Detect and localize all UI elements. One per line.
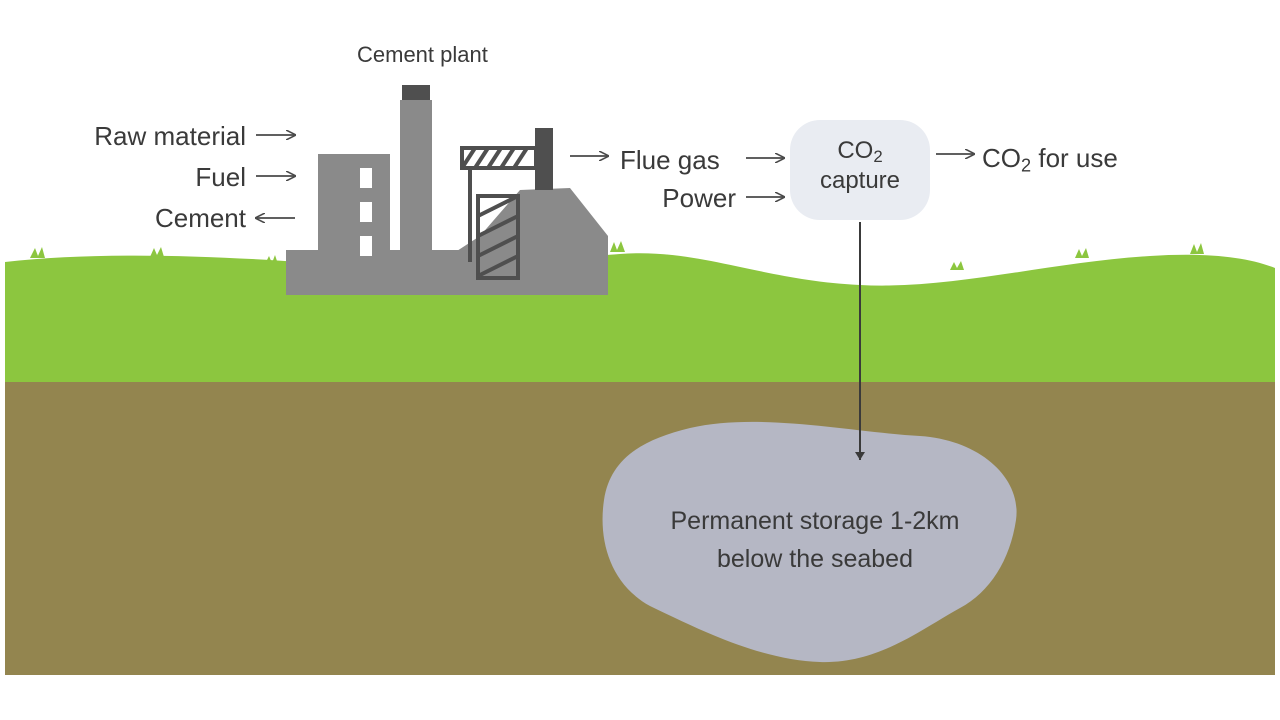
cement-label: Cement xyxy=(154,203,246,233)
capture-subscript: 2 xyxy=(873,147,883,167)
cement-plant-icon xyxy=(286,85,608,295)
grass-layer xyxy=(5,253,1275,382)
use-subscript: 2 xyxy=(1021,155,1032,176)
storage-label: Permanent storage 1-2km below the seabed xyxy=(610,502,1020,578)
capture-co-text: CO xyxy=(837,137,874,164)
co2-for-use-label: CO2 for use xyxy=(982,143,1118,175)
raw-material-label: Raw material xyxy=(94,121,246,151)
fuel-label: Fuel xyxy=(195,162,246,192)
flow-arrows xyxy=(256,135,974,218)
use-co-text: CO xyxy=(982,143,1021,173)
power-label: Power xyxy=(662,183,736,213)
use-suffix: for use xyxy=(1038,143,1118,173)
flue-gas-label: Flue gas xyxy=(620,145,720,175)
storage-line-2: below the seabed xyxy=(717,545,913,573)
co2-capture-bubble xyxy=(790,120,930,220)
capture-word: capture xyxy=(819,167,901,194)
storage-line-1: Permanent storage 1-2km xyxy=(670,507,960,535)
plant-title: Cement plant xyxy=(357,42,488,67)
grass-tufts xyxy=(30,241,1204,285)
storage-reservoir xyxy=(602,421,1017,663)
co2-capture-label: CO2 capture xyxy=(790,136,930,196)
